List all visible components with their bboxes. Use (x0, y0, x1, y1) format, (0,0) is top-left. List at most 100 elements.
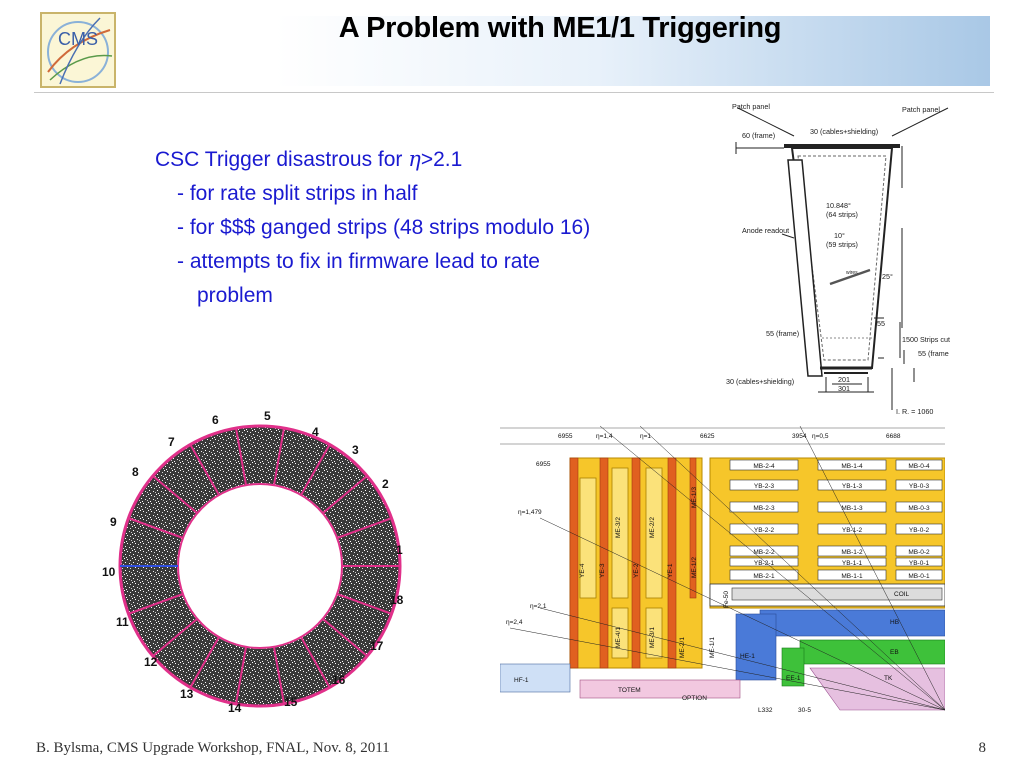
ring-label: 5 (264, 409, 271, 423)
title-divider (34, 92, 994, 93)
endcap-label: TOTEM (618, 687, 641, 694)
bullet-item: - for rate split strips in half (177, 182, 418, 205)
mb-label: YB-2-3 (754, 483, 775, 490)
page-number: 8 (978, 740, 987, 756)
diagram-label: Patch panel (732, 102, 770, 111)
endcap-label: OPTION (682, 695, 707, 702)
dim-label: 6955 (558, 433, 573, 440)
endcap-label: HE-1 (740, 653, 755, 660)
ring-label: 9 (110, 515, 117, 529)
ring-label: 15 (284, 695, 298, 709)
mb-label: YB-1-2 (842, 527, 863, 534)
endcap-label: EE-1 (786, 675, 801, 682)
endcap-label: YE-3 (599, 563, 606, 578)
diagram-label: (64 strips) (826, 210, 858, 219)
mb-label: MB-2-2 (753, 549, 775, 556)
diagram-label: 10.848° (826, 201, 851, 210)
diagram-label: 60 (frame) (742, 131, 775, 140)
diagram-label: Anode readout (742, 226, 789, 235)
diagram-label: 30 (cables+shielding) (810, 127, 878, 136)
eta-label: η=2,4 (506, 619, 523, 626)
endcap-label: YE-2 (633, 563, 640, 578)
endcap-label: ME-1/2 (691, 557, 698, 578)
dim-label: 3954 (792, 433, 807, 440)
mb-label: MB-0-3 (908, 505, 930, 512)
ring-label: 12 (144, 655, 158, 669)
endcap-label: HF-1 (514, 677, 529, 684)
eta-label: η=0,5 (812, 433, 829, 440)
endcap-label: Fe-50 (723, 591, 730, 608)
ring-label: 3 (352, 443, 359, 457)
ring-label: 7 (168, 435, 175, 449)
ring-label: 18 (390, 593, 404, 607)
hb-region (759, 609, 945, 637)
endcap-label: YE-4 (579, 563, 586, 578)
mb-label: YB-0-2 (909, 527, 930, 534)
eta-label: η=1 (640, 433, 651, 440)
bullet-item: - for $$$ ganged strips (48 strips modul… (177, 216, 591, 239)
endcap-label: ME-1/1 (709, 637, 716, 658)
dim-label: 6688 (886, 433, 901, 440)
mb-label: YB-0-3 (909, 483, 930, 490)
slide-footer: B. Bylsma, CMS Upgrade Workshop, FNAL, N… (36, 740, 390, 756)
bullet-item: CSC Trigger disastrous for η>2.1 (155, 142, 715, 177)
diagram-label: 30 (cables+shielding) (726, 377, 794, 386)
endcap-label: ME-2/1 (679, 637, 686, 658)
hf-region (500, 663, 571, 693)
mb-label: MB-0-4 (908, 463, 930, 470)
diagram-label: Patch panel (902, 105, 940, 114)
diagram-label: 301 (838, 384, 850, 393)
endcap-label: ME-2/2 (649, 517, 656, 538)
endcap-label: YE-1 (667, 563, 674, 578)
he-region (735, 613, 777, 681)
diagram-label: 55 (frame (918, 349, 949, 358)
ring-label: 1 (396, 543, 403, 557)
bullet-item: problem (197, 284, 273, 307)
mb-label: MB-2-3 (753, 505, 775, 512)
ring-occupancy-plot: 1 2 3 4 5 6 7 8 9 10 11 12 13 14 15 16 1… (102, 409, 404, 715)
mb-label: MB-0-2 (908, 549, 930, 556)
diagram-label: I. R. = 1060 (896, 407, 933, 416)
dim-label: 30-5 (798, 707, 811, 714)
eta-label: η=2,1 (530, 603, 547, 610)
totem-region (579, 679, 741, 699)
eta-label: η=1,479 (518, 509, 542, 516)
ring-label: 6 (212, 413, 219, 427)
mb-label: MB-1-2 (841, 549, 863, 556)
cms-quadrant-layout: MB-2-4 MB-1-4 MB-0-4 YB-2-3 YB-1-3 YB-0-… (500, 418, 945, 714)
diagram-label: 55 (frame) (766, 329, 799, 338)
mb-label: YB-2-1 (754, 560, 775, 567)
endcap-label: ME-4/1 (615, 627, 622, 648)
mb-label: YB-1-3 (842, 483, 863, 490)
bullet-text: CSC Trigger disastrous for (155, 148, 409, 171)
endcap-label: ME-1/3 (691, 487, 698, 508)
ring-label: 17 (370, 639, 384, 653)
header-band (118, 16, 990, 86)
endcap-label: ME-3/2 (615, 517, 622, 538)
cms-logo: CMS (40, 12, 116, 88)
eta-label: η=1,4 (596, 433, 613, 440)
diagram-label: (59 strips) (826, 240, 858, 249)
diagram-label: 1500 Strips cut (902, 335, 950, 344)
logo-text: CMS (58, 29, 98, 49)
ring-label: 14 (228, 701, 242, 715)
ee-region (781, 647, 805, 687)
mb-label: MB-2-4 (753, 463, 775, 470)
bullet-item: - attempts to fix in firmware lead to ra… (177, 250, 540, 273)
mb-label: YB-0-1 (909, 560, 930, 567)
mb-label: YB-2-2 (754, 527, 775, 534)
eb-region (799, 639, 945, 665)
slide-title: A Problem with ME1/1 Triggering (338, 12, 782, 44)
mb-label: YB-1-1 (842, 560, 863, 567)
diagram-label: 201 (838, 375, 850, 384)
mb-label: MB-1-1 (841, 573, 863, 580)
diagram-label: 55 (877, 319, 885, 328)
dim-label: L332 (758, 707, 773, 714)
barrel-label: HB (890, 619, 899, 626)
bullet-text: >2.1 (420, 148, 463, 171)
ring-label: 4 (312, 425, 319, 439)
mb-label: MB-1-3 (841, 505, 863, 512)
barrel-label: TK (884, 675, 893, 682)
bullet-list: CSC Trigger disastrous for η>2.1 - for r… (155, 142, 715, 313)
diagram-label: wires (846, 270, 858, 276)
